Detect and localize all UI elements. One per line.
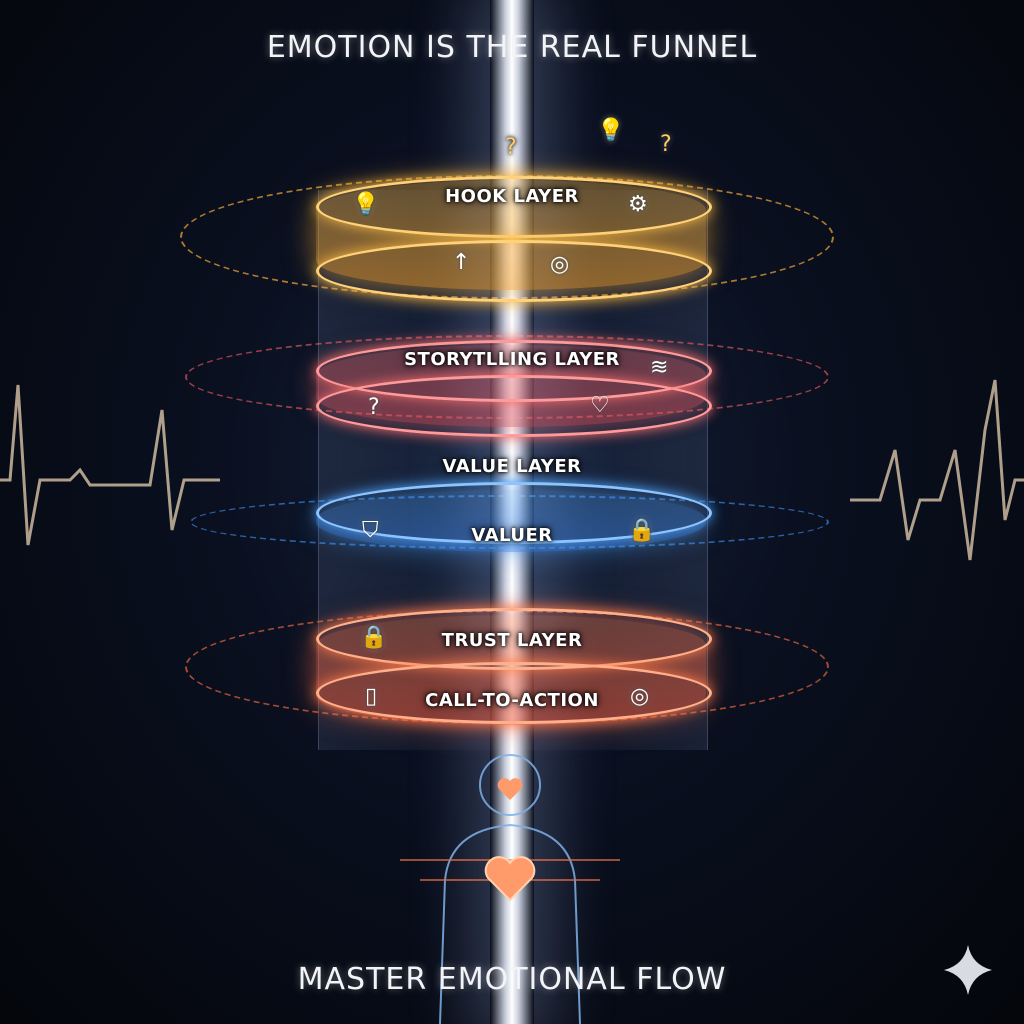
arrow-up-icon: ↑ — [452, 250, 471, 275]
gear-icon: ⚙ — [628, 192, 648, 217]
heartbeat-right — [850, 379, 1024, 561]
value-ring-top — [316, 482, 712, 544]
target-icon: ◎ — [630, 684, 650, 709]
page-subtitle: MASTER EMOTIONAL FLOW — [297, 962, 727, 997]
hook-ring-top — [316, 176, 712, 238]
lightbulb-icon: 💡 — [352, 192, 380, 217]
story-ring-bottom — [316, 375, 712, 437]
lock-icon: 🔒 — [360, 625, 388, 650]
question-icon: ? — [368, 395, 380, 420]
hook-ring-bottom — [316, 240, 712, 302]
arrows-lock-icon: 🔒 — [628, 518, 656, 543]
page-title: EMOTION IS THE REAL FUNNEL — [266, 30, 758, 65]
shield-icon: ⛉ — [362, 518, 379, 543]
question-top-icon: ? — [660, 132, 672, 157]
target-hook-icon: ◎ — [550, 252, 570, 277]
heart-figure-icon — [484, 856, 536, 902]
waves-icon: ≋ — [650, 355, 669, 380]
heart-head-icon — [497, 778, 523, 800]
heartbeat-left — [0, 384, 220, 546]
heart-icon: ♡ — [590, 393, 610, 418]
question-beam-icon: ? — [505, 135, 517, 160]
door-icon: ▯ — [365, 684, 378, 709]
lightbulb-top-icon: 💡 — [597, 118, 625, 143]
trust-ring-bottom — [316, 662, 712, 724]
